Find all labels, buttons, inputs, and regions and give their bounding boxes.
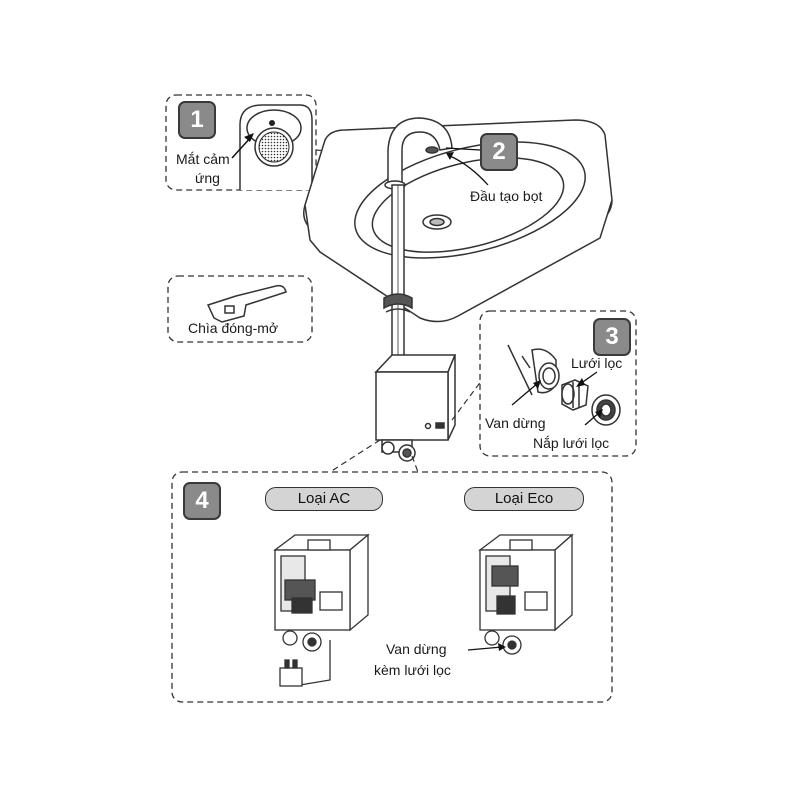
callout-badge-3: 3: [593, 318, 631, 356]
key-panel-frame: [167, 275, 313, 343]
control-box-illustration: [374, 354, 457, 462]
callout-badge-4: 4: [183, 482, 221, 520]
filter-mesh-illustration: [561, 379, 589, 411]
filter-mesh-label: Lưới lọc: [571, 355, 623, 371]
eco-unit-illustration: [478, 533, 574, 655]
filter-cap-illustration: [591, 394, 621, 426]
key-tool-illustration: [206, 284, 287, 323]
sensor-eye-illustration: [239, 104, 313, 190]
supply-pipe: [383, 184, 413, 371]
type-ac-label: Loại AC: [265, 487, 383, 511]
panel-4-frame: [171, 471, 613, 703]
filter-cap-label: Nắp lưới lọc: [533, 435, 610, 451]
ac-unit-illustration: [273, 533, 370, 687]
type-eco-label: Loại Eco: [464, 487, 584, 511]
sensor-label-line1: Mắt cảm: [176, 151, 230, 167]
valve-with-filter-label-line1: Van dừng: [386, 641, 447, 657]
callout-badge-1: 1: [178, 101, 216, 139]
stop-valve-illustration: [507, 344, 560, 396]
key-label: Chìa đóng-mở: [188, 320, 279, 336]
washbasin-illustration: [303, 119, 613, 323]
sensor-label-line2: ứng: [195, 170, 220, 186]
aerator-label: Đầu tạo bọt: [470, 188, 543, 204]
callout-badge-2: 2: [480, 133, 518, 171]
valve-with-filter-label-line2: kèm lưới lọc: [374, 662, 451, 678]
panel-3-frame: [479, 310, 637, 457]
stop-valve-label: Van dừng: [485, 415, 546, 431]
